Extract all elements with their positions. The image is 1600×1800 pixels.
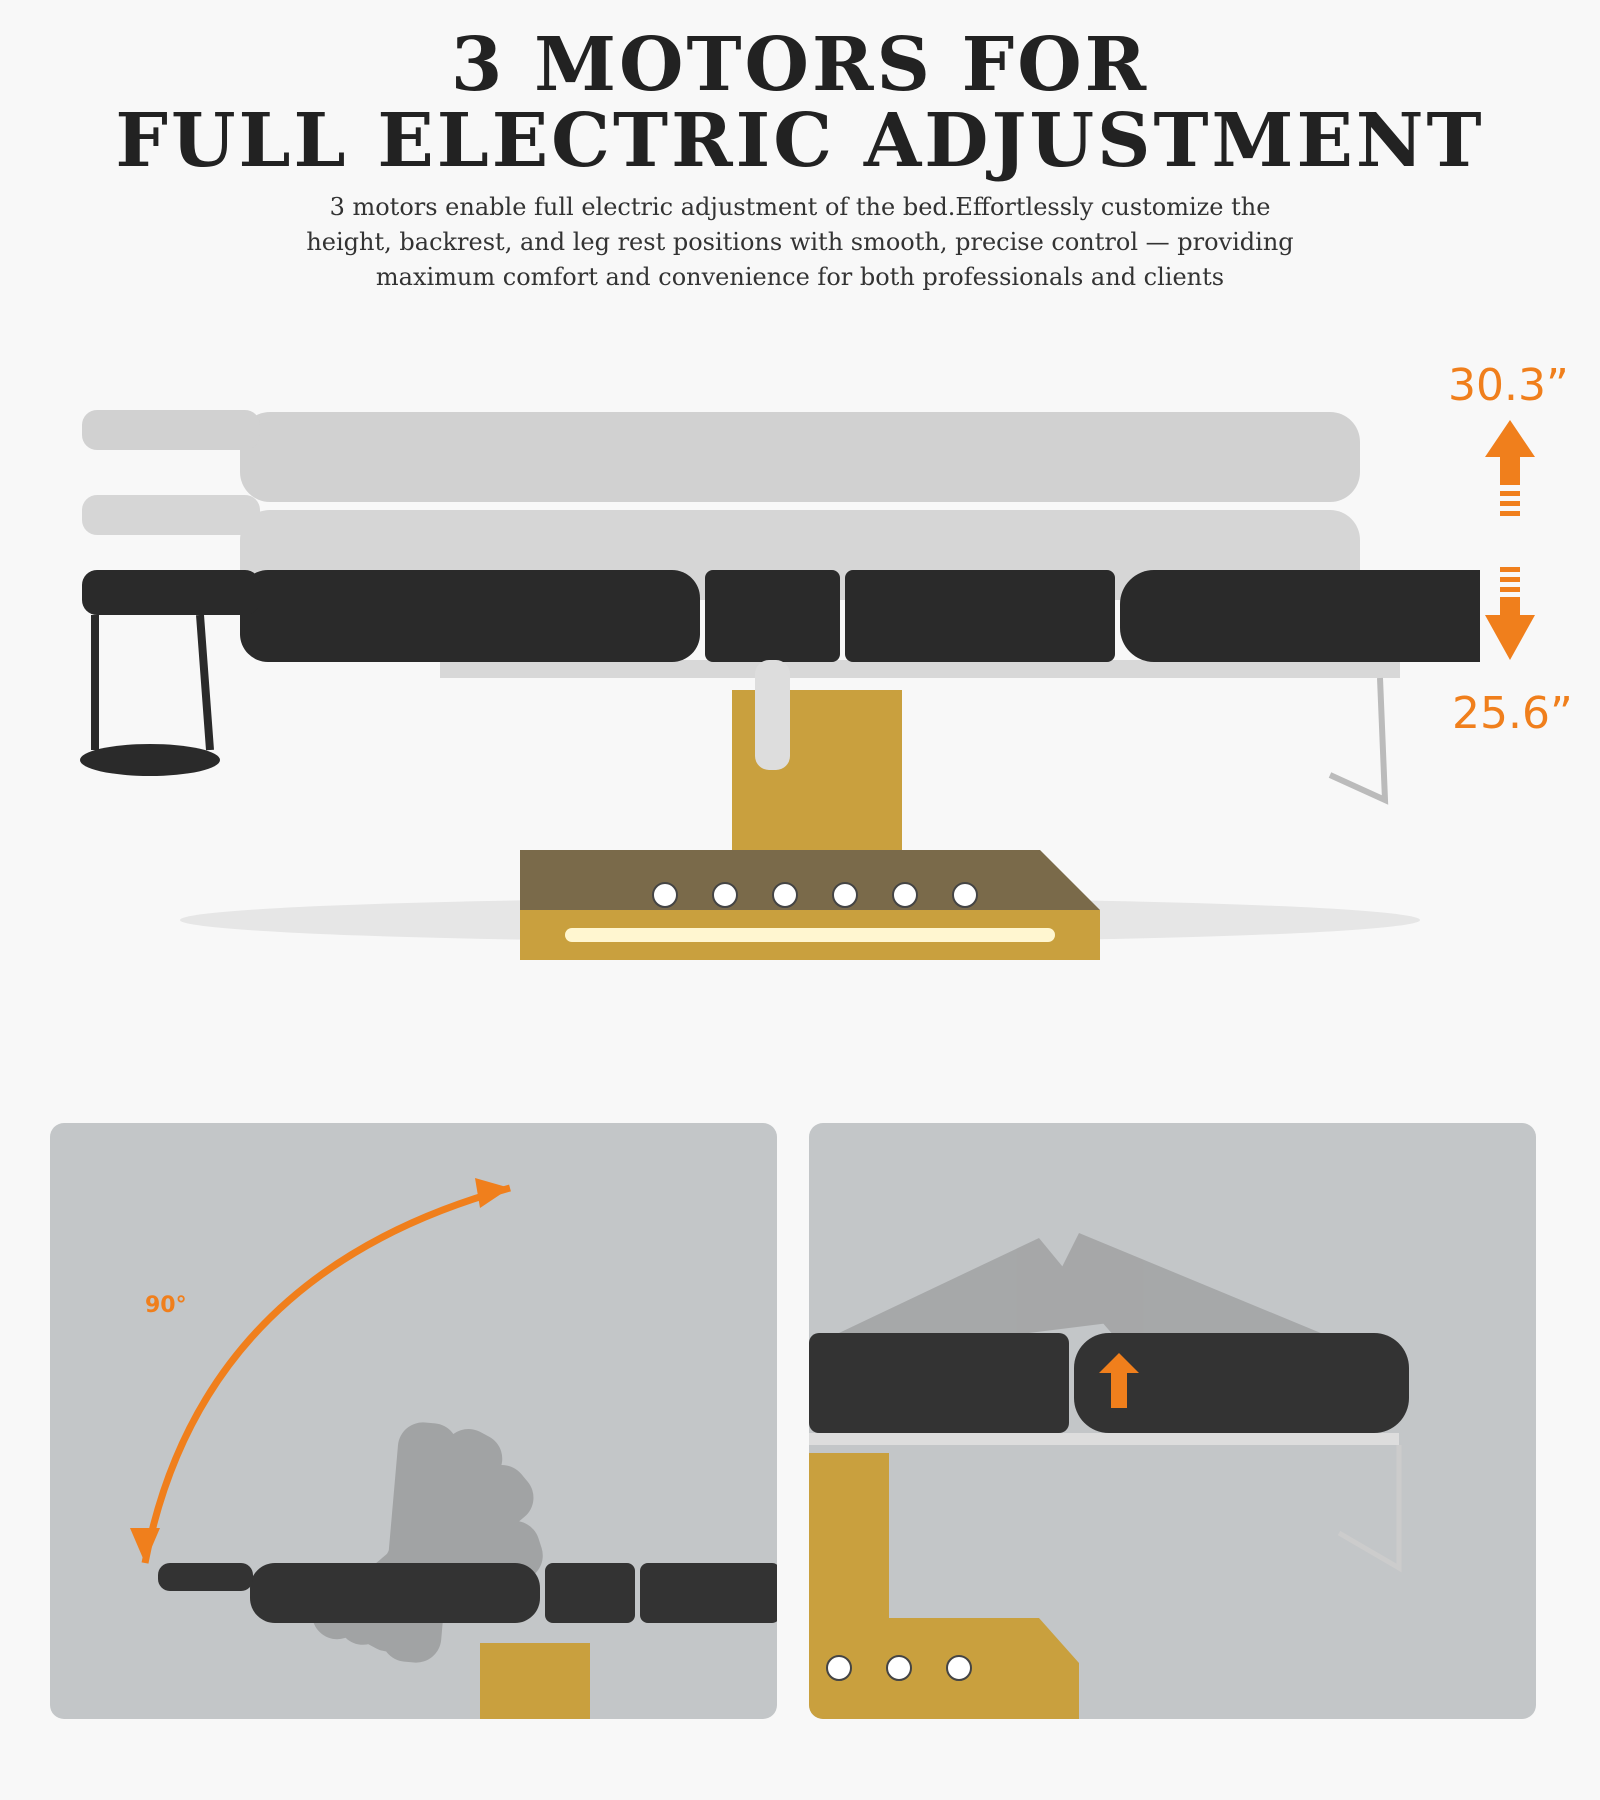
legrest-illustration <box>809 1233 1409 1719</box>
subtitle: 3 motors enable full electric adjustment… <box>0 190 1600 295</box>
bed-cushions <box>82 570 1480 662</box>
legrest-adjustment-panel <box>809 1123 1536 1719</box>
arrow-up-icon <box>1099 1353 1139 1408</box>
angle-label: 90° <box>145 1293 187 1318</box>
subtitle-line: 3 motors enable full electric adjustment… <box>329 193 1271 221</box>
min-height-label: 25.6” <box>1452 688 1573 739</box>
arrow-down-icon <box>1485 567 1535 660</box>
title-line-2: FULL ELECTRIC ADJUSTMENT <box>115 98 1485 184</box>
bed-illustration <box>80 410 1480 960</box>
arrow-up-icon <box>1485 420 1535 516</box>
backrest-illustration <box>130 1178 777 1719</box>
max-height-label: 30.3” <box>1448 360 1569 411</box>
height-arrows <box>1485 420 1535 660</box>
backrest-adjustment-panel: 90° <box>50 1123 777 1719</box>
title-line-1: 3 MOTORS FOR <box>450 22 1150 108</box>
subtitle-line: height, backrest, and leg rest positions… <box>306 228 1294 256</box>
subtitle-line: maximum comfort and convenience for both… <box>375 263 1225 291</box>
curved-arrow-icon <box>141 1184 511 1564</box>
